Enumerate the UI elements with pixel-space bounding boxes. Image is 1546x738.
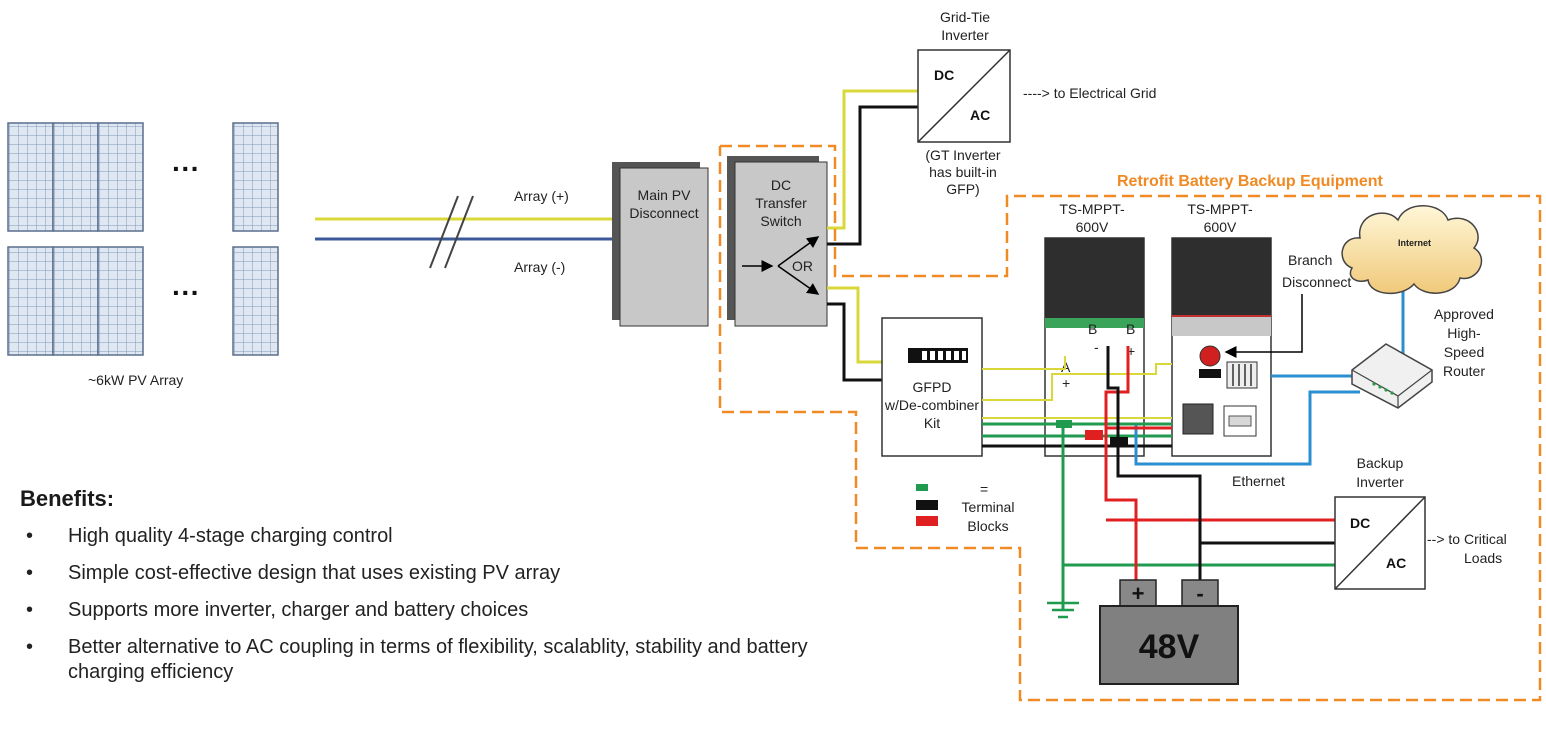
- pv-panel: [232, 122, 279, 232]
- controller1-line2: 600V: [1076, 219, 1109, 235]
- pv-ellipsis-bottom: ···: [172, 277, 200, 308]
- terminal-legend-line2: Blocks: [967, 518, 1008, 534]
- gfpd-unit: GFPD w/De-combiner Kit: [881, 317, 983, 457]
- benefit-item: Better alternative to AC coupling in ter…: [20, 635, 808, 685]
- grid-tie-dc: DC: [934, 67, 954, 83]
- battery-plus: +: [1132, 581, 1145, 606]
- controller1-term-b-neg: -: [1094, 339, 1099, 355]
- branch-disconnect-knob: [1199, 345, 1221, 367]
- controller1-term-b: B: [1088, 321, 1097, 337]
- charge-controller-2: TS-MPPT- 600V: [1171, 201, 1272, 457]
- terminal-legend-eq: =: [980, 481, 988, 497]
- router-line3: Speed: [1444, 344, 1484, 360]
- internet-cloud: Internet: [1341, 205, 1483, 295]
- pv-panel: [232, 246, 279, 356]
- benefit-item: Simple cost-effective design that uses e…: [20, 561, 840, 586]
- backup-inverter-output2: Loads: [1464, 550, 1502, 566]
- array-wires: Array (+) Array (-): [315, 188, 612, 275]
- pv-panel: [7, 122, 54, 232]
- grid-tie-wires: [827, 89, 918, 246]
- gfpd-line1: GFPD: [913, 379, 952, 395]
- controller2-line1: TS-MPPT-: [1187, 201, 1253, 217]
- benefit-item: High quality 4-stage charging control: [20, 524, 840, 549]
- transfer-switch-line3: Switch: [760, 213, 801, 229]
- battery-48v: + - 48V: [1099, 579, 1239, 685]
- branch-disconnect: Branch Disconnect: [1224, 252, 1351, 358]
- router-line1: Approved: [1434, 306, 1494, 322]
- benefits-title: Benefits:: [20, 486, 115, 511]
- main-disconnect-line2: Disconnect: [629, 205, 698, 221]
- grid-tie-note3: GFP): [946, 181, 979, 197]
- controller1-term-a-pos: +: [1062, 375, 1070, 391]
- main-disconnect-line1: Main PV: [638, 187, 692, 203]
- controller1-term-b-pos: +: [1127, 343, 1135, 359]
- ground-symbol: [1047, 601, 1079, 619]
- grid-tie-note2: has built-in: [929, 164, 997, 180]
- main-pv-disconnect: Main PV Disconnect: [612, 162, 709, 327]
- ethernet-label: Ethernet: [1232, 473, 1285, 489]
- controller-wiring: [982, 248, 1405, 610]
- retrofit-boundary: Retrofit Battery Backup Equipment: [718, 144, 1542, 702]
- controller2-line2: 600V: [1204, 219, 1237, 235]
- pv-array-label: ~6kW PV Array: [88, 372, 183, 388]
- pv-ellipsis-top: ···: [172, 153, 200, 184]
- battery-minus: -: [1196, 581, 1203, 606]
- benefits-section: Benefits: High quality 4-stage charging …: [20, 486, 840, 697]
- branch-disconnect-line2: Disconnect: [1282, 274, 1351, 290]
- benefit-item: Supports more inverter, charger and batt…: [20, 598, 840, 623]
- terminal-legend-line1: Terminal: [962, 499, 1015, 515]
- grid-tie-ac: AC: [970, 107, 990, 123]
- benefits-list: High quality 4-stage charging control Si…: [20, 524, 840, 685]
- array-negative-label: Array (-): [514, 259, 565, 275]
- backup-inverter-output1: --> to Critical: [1427, 531, 1507, 547]
- pv-panel: [97, 122, 144, 232]
- grid-tie-note1: (GT Inverter: [925, 147, 1001, 163]
- router-line4: Router: [1443, 363, 1485, 379]
- internet-label: Internet: [1398, 238, 1431, 248]
- grid-tie-title2: Inverter: [941, 27, 989, 43]
- transfer-switch-line2: Transfer: [755, 195, 807, 211]
- router-line2: High-: [1447, 325, 1481, 341]
- backup-inverter-title1: Backup: [1357, 455, 1404, 471]
- gfpd-input-wires: [827, 286, 884, 382]
- array-positive-label: Array (+): [514, 188, 569, 204]
- backup-inverter-dc: DC: [1350, 515, 1370, 531]
- controller1-line1: TS-MPPT-: [1059, 201, 1125, 217]
- backup-inverter-title2: Inverter: [1356, 474, 1404, 490]
- pv-panel: [52, 246, 99, 356]
- battery-voltage: 48V: [1139, 628, 1200, 666]
- branch-disconnect-line1: Branch: [1288, 252, 1332, 268]
- terminal-legend: = Terminal Blocks: [916, 481, 1014, 534]
- gfpd-line3: Kit: [924, 415, 940, 431]
- gfpd-line2: w/De-combiner: [884, 397, 979, 413]
- grid-tie-inverter: Grid-Tie Inverter DC AC (GT Inverter has…: [917, 9, 1156, 197]
- backup-inverter-ac: AC: [1386, 555, 1406, 571]
- controller1-term-b2: B: [1126, 321, 1135, 337]
- pv-panel: [7, 246, 54, 356]
- transfer-switch-or: OR: [792, 258, 813, 274]
- pv-panel: [97, 246, 144, 356]
- grid-tie-output: ----> to Electrical Grid: [1023, 85, 1156, 101]
- transfer-switch-line1: DC: [771, 177, 791, 193]
- backup-inverter: Backup Inverter DC AC --> to Critical Lo…: [1334, 455, 1507, 590]
- dc-transfer-switch: DC Transfer Switch OR: [727, 156, 828, 327]
- pv-array: ··· ··· ~6kW PV Array: [7, 122, 279, 388]
- router: Approved High- Speed Router: [1351, 306, 1494, 409]
- pv-panel: [52, 122, 99, 232]
- grid-tie-title1: Grid-Tie: [940, 9, 990, 25]
- retrofit-title: Retrofit Battery Backup Equipment: [1117, 173, 1383, 190]
